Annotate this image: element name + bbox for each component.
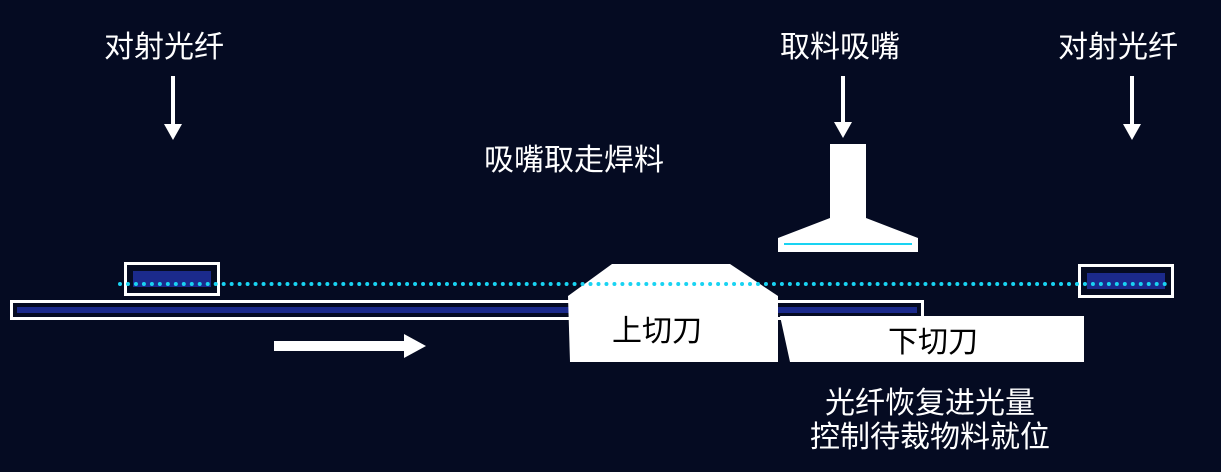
sensor-left-label: 对射光纤 — [104, 30, 224, 65]
upper-knife-label: 上切刀 — [612, 314, 702, 349]
fiber-beam — [118, 282, 1168, 286]
sensor-right-label: 对射光纤 — [1058, 30, 1178, 65]
nozzle-arrow-icon — [834, 76, 852, 138]
suction-nozzle — [778, 144, 918, 252]
control-note-line2: 控制待裁物料就位 — [810, 420, 1050, 455]
nozzle-label: 取料吸嘴 — [780, 30, 900, 65]
lower-knife-shape — [780, 316, 1084, 362]
sensor-right-arrow-icon — [1123, 76, 1141, 140]
sensor-right — [1078, 264, 1174, 298]
lower-knife-label: 下切刀 — [888, 325, 978, 360]
control-note-line1: 光纤恢复进光量 — [825, 386, 1035, 421]
nozzle-action-label: 吸嘴取走焊料 — [484, 143, 664, 178]
material-strip-left — [10, 300, 585, 320]
sensor-left-arrow-icon — [164, 76, 182, 140]
upper-knife-shape — [568, 264, 778, 362]
